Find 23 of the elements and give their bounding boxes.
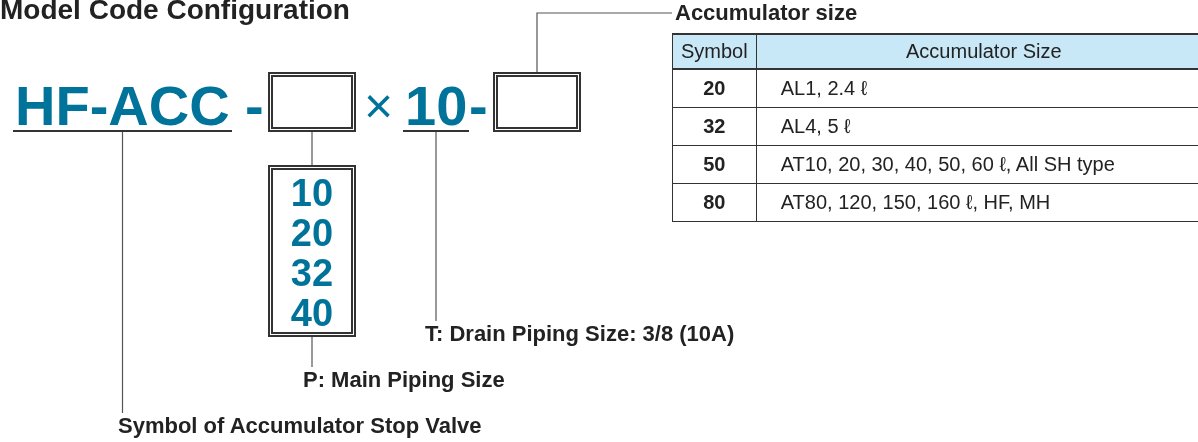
caption-text: Accumulator size [675, 0, 858, 26]
caption-text: P: Main Piping Size [303, 367, 505, 393]
separator-text: - [245, 73, 264, 139]
option-list-box: 10 20 32 40 [268, 165, 356, 337]
table-cell: 20 [672, 69, 757, 108]
header-cell: Accumulator Size [756, 34, 1198, 69]
code-field-box [493, 72, 581, 132]
model-code-text: 10 [403, 72, 470, 132]
multiply-sign: × [364, 77, 394, 136]
code-field-box [268, 72, 356, 132]
leader-line [435, 131, 437, 322]
leader-line [311, 131, 313, 166]
leader-line [536, 12, 673, 73]
header-cell: Symbol [672, 34, 757, 69]
leader-line [311, 336, 313, 368]
separator-text: - [469, 73, 488, 139]
table-cell: 50 [672, 145, 757, 184]
table-cell: 80 [672, 183, 757, 222]
caption-text: Symbol of Accumulator Stop Valve [118, 413, 482, 439]
caption-text: T: Drain Piping Size: 3/8 (10A) [425, 321, 735, 347]
model-code-text: HF-ACC [13, 72, 232, 132]
table-cell: 32 [672, 107, 757, 146]
leader-line [121, 131, 124, 414]
